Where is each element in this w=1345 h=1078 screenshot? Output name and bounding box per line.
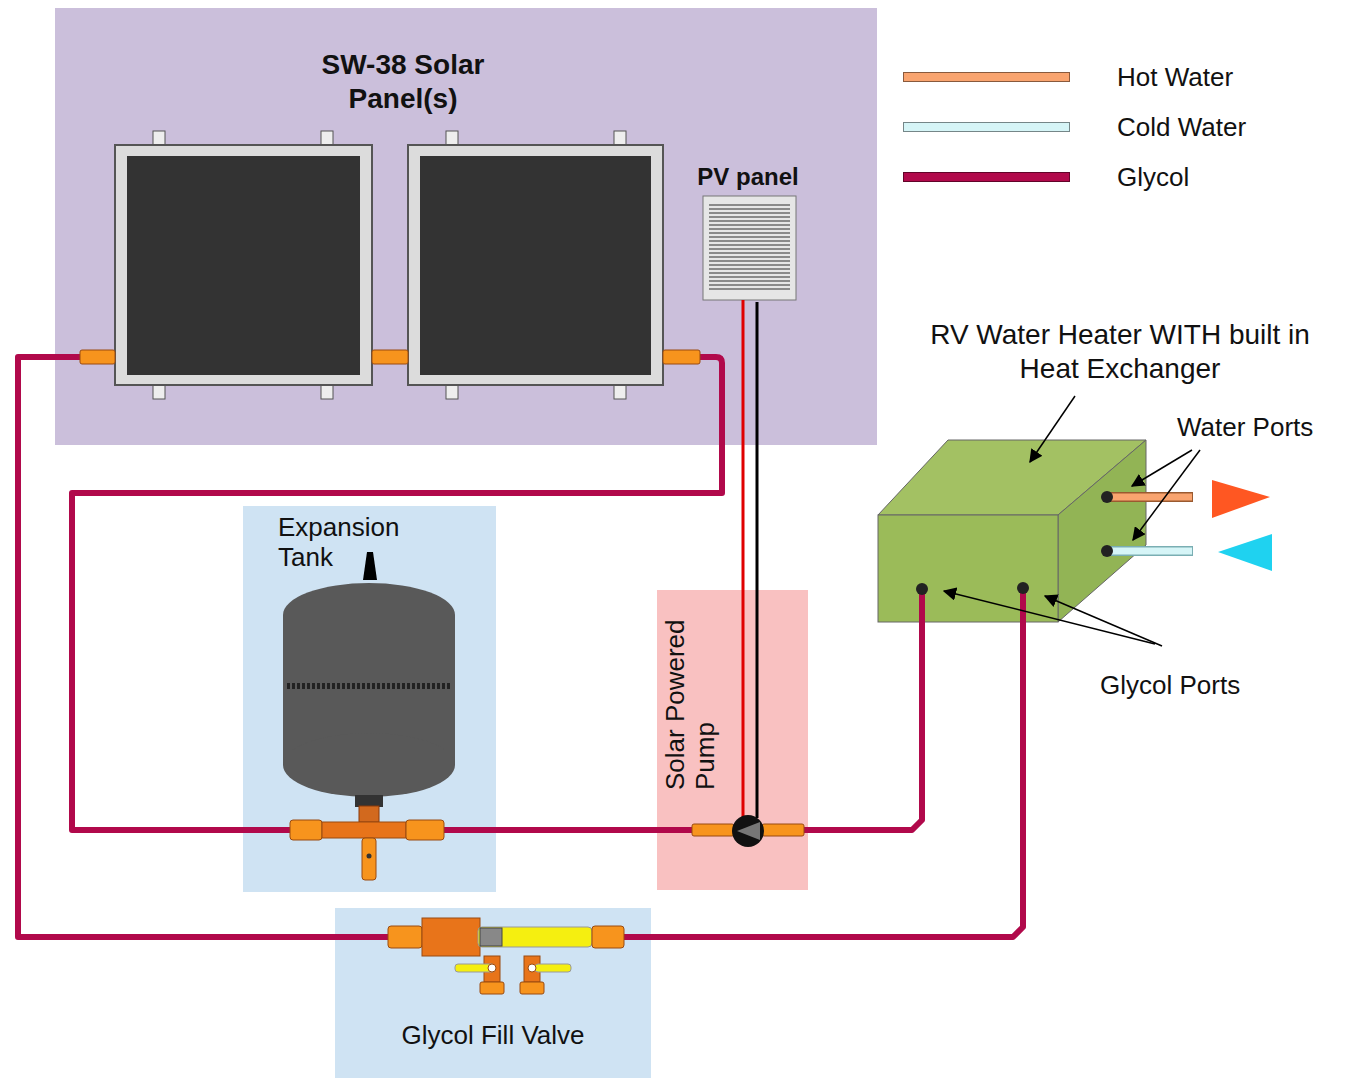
pump-body	[732, 815, 764, 847]
collector-frame	[115, 145, 372, 385]
cold-in-arrow	[1218, 534, 1272, 571]
pipe-fitting	[372, 350, 408, 364]
valve-handle	[455, 964, 495, 972]
pv-module	[703, 196, 796, 300]
cold-pipe-outline	[1110, 546, 1193, 556]
glycol-pipe	[55, 354, 82, 360]
water-port	[1101, 491, 1113, 503]
node-text: Glycol Fill Valve	[335, 1020, 651, 1050]
mount-tab	[153, 131, 165, 146]
collector-absorber	[127, 156, 360, 375]
glycol-port	[916, 583, 928, 595]
tank-base	[283, 733, 455, 797]
valve-region	[335, 908, 651, 1078]
tee-stem	[359, 806, 379, 822]
node-text: Expansion Tank	[278, 512, 438, 572]
hose-cap	[520, 982, 544, 994]
pipe-fitting	[663, 350, 700, 364]
pipe-connector	[808, 622, 922, 830]
tank-region	[243, 506, 496, 892]
pipe-fitting	[762, 824, 804, 836]
valve-body	[422, 918, 480, 956]
legend-row: Hot Water	[903, 52, 1246, 102]
pv-cells	[709, 202, 790, 292]
valve-nut	[480, 928, 502, 946]
mount-tab	[153, 384, 165, 399]
hot-pipe	[1110, 494, 1192, 501]
hose-cap	[480, 982, 504, 994]
tank-seam	[287, 683, 451, 689]
tank-band: Expansion Tank	[243, 506, 496, 892]
pump-region	[657, 590, 808, 890]
leader-line	[1133, 450, 1200, 540]
legend-swatch	[903, 172, 1070, 182]
mount-tab	[321, 384, 333, 399]
mount-tab	[614, 131, 626, 146]
legend-row: Cold Water	[903, 102, 1246, 152]
legend: Hot WaterCold WaterGlycol	[903, 52, 1246, 202]
pointer	[363, 552, 377, 580]
leader-line	[944, 591, 1155, 644]
pipe-connector	[18, 357, 335, 937]
drain-cock	[362, 838, 376, 880]
legend-text: Hot Water	[1117, 62, 1233, 93]
glycol-port	[1017, 582, 1029, 594]
pipe-fitting	[290, 820, 322, 840]
hot-out-arrow	[1212, 480, 1270, 518]
valve-band: Glycol Fill Valve	[335, 908, 651, 1078]
valve-handle	[535, 964, 571, 972]
black-wire	[756, 590, 759, 818]
mount-tab	[446, 131, 458, 146]
tank-neck	[355, 795, 383, 807]
legend-swatch	[903, 122, 1070, 132]
collector-absorber	[420, 156, 651, 375]
mount-tab	[614, 384, 626, 399]
water-port	[1101, 545, 1113, 557]
leader-line	[1132, 450, 1192, 486]
mount-tab	[321, 131, 333, 146]
cold-pipe	[1110, 548, 1192, 555]
pipe-connector	[72, 445, 722, 830]
node-text: Solar Powered Pump	[660, 610, 720, 790]
hot-pipe-outline	[1110, 492, 1193, 502]
mount-tab	[446, 384, 458, 399]
valve-tube	[478, 927, 592, 947]
heater-front	[878, 515, 1058, 622]
handle-pivot	[528, 964, 536, 972]
handle-pivot	[488, 964, 496, 972]
heater-side	[1058, 440, 1146, 622]
callout-label: Water Ports	[1177, 412, 1313, 443]
node-text: RV Water Heater WITH built in Heat Excha…	[905, 318, 1335, 386]
node-text: PV panel	[688, 162, 808, 192]
drain-hole	[367, 854, 372, 859]
legend-swatch	[903, 72, 1070, 82]
collector-frame	[408, 145, 663, 385]
node-text: SW-38 Solar Panel(s)	[298, 48, 508, 116]
red-wire	[742, 300, 745, 818]
legend-row: Glycol	[903, 152, 1246, 202]
pipe-fitting	[406, 820, 444, 840]
glycol-pipe	[698, 357, 722, 445]
leader-line	[1030, 396, 1075, 462]
glycol-pipe	[1020, 591, 1026, 622]
pipe-fitting	[388, 926, 422, 948]
legend-text: Cold Water	[1117, 112, 1246, 143]
glycol-pipe	[919, 592, 925, 622]
tee-body	[322, 822, 406, 838]
panel-region	[55, 8, 877, 445]
heater-box: RV Water Heater WITH built in Heat Excha…	[878, 440, 1146, 622]
pump-band: Solar Powered Pump	[657, 590, 808, 890]
pipe-connector	[496, 827, 657, 833]
panel-band: SW-38 Solar Panel(s) PV panel	[55, 8, 877, 445]
flow-arrow	[737, 822, 760, 840]
pv-panel: PV panel	[688, 160, 808, 302]
pipe-connector	[756, 302, 759, 590]
pipe-fitting	[80, 350, 115, 364]
pipe-fitting	[692, 824, 734, 836]
legend-text: Glycol	[1117, 162, 1189, 193]
callout-label: Glycol Ports	[1100, 670, 1240, 701]
pipe-fitting	[592, 926, 624, 948]
leader-line	[1045, 596, 1162, 646]
